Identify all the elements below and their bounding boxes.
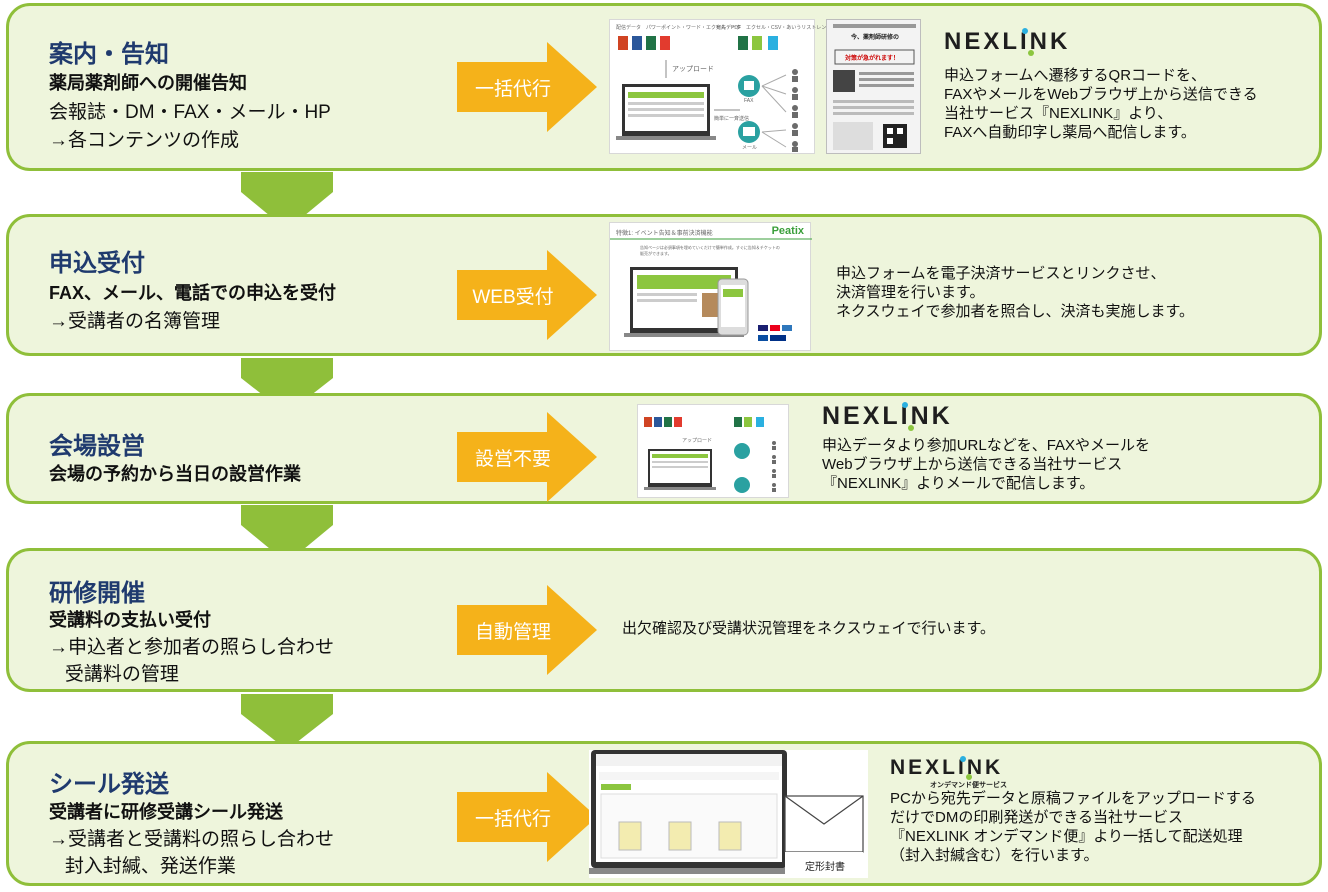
stage-subtitle: 薬局薬剤師への開催告知 [49,73,247,93]
nexlink-ondemand-logo: NEXLINK オンデマンド便サービス [890,756,1007,789]
upload-label: アップロード [682,438,713,444]
stage-title: 案内・告知 [49,41,169,68]
stage-panel-training: 研修開催 受講料の支払い受付 →申込者と参加者の照らし合わせ 受講料の管理 [6,548,1322,692]
stage-line: →各コンテンツの作成 [49,130,240,151]
arrow-label: 設営不要 [474,448,551,470]
stage-line: 受講料の管理 [49,664,179,685]
description-line: 申込フォームへ遷移するQRコードを、 [944,67,1207,84]
send-label: 簡単に一斉送信 [714,116,750,122]
stage-subtitle: 受講料の支払い受付 [49,610,211,630]
flyer-subheadline: 対策が急がれます！ [845,56,900,62]
logo-dot-icon [908,425,914,431]
flyer-headline: 今、薬剤師研修の [851,35,900,41]
logo-text: NEXLINK [944,28,1071,55]
fax-flyer-thumbnail: 今、薬剤師研修の 対策が急がれます！ [826,19,921,154]
down-arrow-icon [241,172,333,230]
arrow-label: 自動管理 [474,621,551,643]
stage-description: 申込フォームを電子決済サービスとリンクさせ、 決済管理を行います。 ネクスウェイ… [836,264,1194,321]
screenshot-header: 配信データ パワーポイント・ワード・エクセル・PDF [616,25,742,31]
stage-title: 申込受付 [49,250,145,277]
stage-title: 会場設営 [49,433,145,460]
description-line: ネクスウェイで参加者を照合し、決済も実施します。 [836,303,1195,320]
logo-dot-icon [1028,50,1034,56]
arrow-label: 一括代行 [474,808,551,830]
mail-label: メール [742,145,758,151]
logo-dot-icon [1022,28,1028,34]
stage-line: →受講者と受講料の照らし合わせ [49,829,335,850]
screenshot-header: 特徴1: イベント告知＆事前決済機能 [616,231,713,237]
stage-line: 封入封緘、発送作業 [49,856,236,877]
stage-description: 出欠確認及び受講状況管理をネクスウェイで行います。 [622,619,995,638]
process-arrow: 設営不要 [457,412,597,502]
down-arrow-icon [241,694,333,750]
envelope-label: 定形封書 [805,862,845,873]
upload-label: アップロード [672,66,714,73]
description-line: 『NEXLINK』よりメールで配信します。 [822,475,1095,492]
stage-line: →受講者の名簿管理 [49,311,221,332]
down-arrow-icon [241,505,333,563]
logo-dot-icon [902,402,908,408]
description-line: FAXやメールをWebブラウザ上から送信できる [944,86,1258,103]
stage-title: シール発送 [49,771,169,798]
down-arrow-icon [241,358,333,414]
description-line: 決済管理を行います。 [836,284,985,301]
ondemand-service-screenshot: 定形封書 [589,750,868,878]
stage-subtitle: FAX、メール、電話での申込を受付 [49,283,337,303]
peatix-screenshot: 特徴1: イベント告知＆事前決済機能 Peatix 告知ページは必須事項を埋めて… [609,222,812,351]
stage-subtitle: 会場の予約から当日の設営作業 [49,464,301,484]
stage-title: 研修開催 [49,580,145,607]
arrow-label: 一括代行 [474,78,551,100]
stage-description: 申込データより参加URLなどを、FAXやメールを Webブラウザ上から送信できる… [822,436,1150,493]
process-arrow: 一括代行 [457,772,597,862]
arrow-label: WEB受付 [472,286,554,308]
description-line: FAXへ自動印字し薬局へ配信します。 [944,124,1196,141]
nexlink-service-screenshot: 配信データ パワーポイント・ワード・エクセル・PDF 宛先データ エクセル・CS… [609,19,831,154]
description-line: PCから宛先データと原稿ファイルをアップロードする [890,790,1256,807]
description-line: 申込データより参加URLなどを、FAXやメールを [822,437,1151,454]
description-line: だけでDMの印刷発送ができる当社サービス [890,809,1184,826]
stage-line: 会報誌・DM・FAX・メール・HP [49,102,331,123]
logo-subtitle: オンデマンド便サービス [930,782,1007,789]
nexlink-logo: NEXLINK [822,402,953,431]
peatix-brand: Peatix [771,225,804,237]
description-line: 『NEXLINK オンデマンド便』より一括して配送処理 [890,828,1243,845]
logo-dot-icon [960,756,966,762]
nexlink-logo: NEXLINK [944,28,1070,56]
stage-line: →申込者と参加者の照らし合わせ [49,637,335,658]
logo-dot-icon [966,774,972,780]
logo-text: NEXLINK [890,756,1004,779]
process-arrow: 自動管理 [457,585,597,675]
description-line: Webブラウザ上から送信できる当社サービス [822,456,1123,473]
description-line: 当社サービス『NEXLINK』より、 [944,105,1173,122]
description-line: 出欠確認及び受講状況管理をネクスウェイで行います。 [622,620,996,637]
description-line: 申込フォームを電子決済サービスとリンクさせ、 [836,265,1166,282]
stage-subtitle: 受講者に研修受講シール発送 [49,802,283,822]
fax-label: FAX [744,98,754,104]
screenshot-caption: 告知ページは必須事項を埋めていくだけで簡単作成。すぐに告知＆チケットの販売ができ… [640,245,780,256]
logo-text: NEXLINK [822,402,953,430]
description-line: （封入封緘含む）を行います。 [890,847,1099,864]
process-arrow: WEB受付 [457,250,597,340]
process-arrow: 一括代行 [457,42,597,132]
stage-description: PCから宛先データと原稿ファイルをアップロードする だけでDMの印刷発送ができる… [890,789,1256,865]
screenshot-header: 宛先データ エクセル・CSV・あいうリストレンジ [716,25,832,31]
nexlink-service-screenshot: アップロード [637,404,789,498]
stage-description: 申込フォームへ遷移するQRコードを、 FAXやメールをWebブラウザ上から送信で… [944,66,1258,142]
